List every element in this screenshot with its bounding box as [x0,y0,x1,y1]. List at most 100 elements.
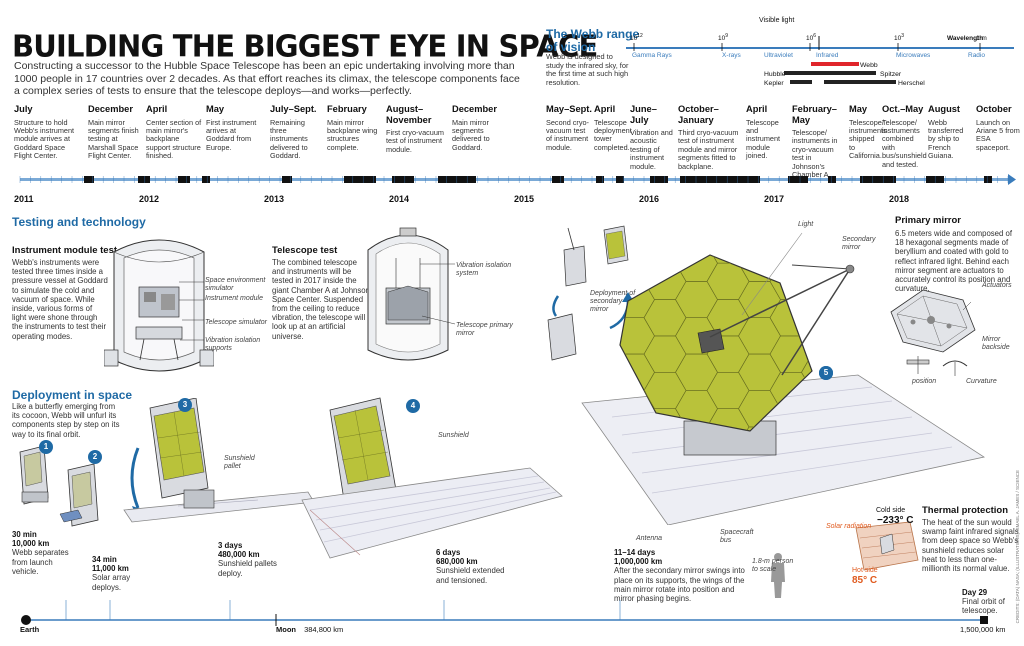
event-text: First cryo-vacuum test of instrument mod… [386,128,444,154]
primary-mirror-label: position [912,378,937,385]
telescope-test-text: The combined telescope and instruments w… [272,258,370,341]
event-text: Remaining three instruments delivered to… [270,117,308,161]
sunshield-pallet [123,491,315,523]
deployment-label-light: Light [798,221,814,228]
instrument-test-label: Vibration isolation supports [205,337,261,352]
tick-exponent: 9 [725,33,729,39]
solar-array [59,509,83,523]
year-label: 2011 [14,194,34,204]
step-time: 3 days [218,541,243,550]
deployment-title: Deployment in space [12,388,133,402]
year-label: 2016 [639,194,660,204]
thermal-text: The heat of the sun would swamp faint in… [922,518,1019,574]
spectrum-band-label: Ultraviolet [764,52,793,59]
event-date: February–May [792,104,837,125]
step-time: 11–14 days [614,548,656,557]
primary-mirror-label: Mirror backside [982,336,1010,351]
instrument-name: Herschel [898,80,925,87]
sunshield [301,467,563,559]
deployment-text: Like a butterfly emerging from its cocoo… [12,402,120,439]
intro-text: Constructing a successor to the Hubble S… [14,60,520,97]
step-text: Sunshield extended and tensioned. [436,566,505,585]
event-text: Third cryo-vacuum test of instrument mod… [678,128,739,171]
timeline-segment [344,176,376,183]
moon-label: Moon [276,625,296,634]
event-text: Main mirror backplane wing structures co… [327,117,378,152]
orbit-marker [980,616,988,624]
deployment-label-person: 1.8-m person to scale [752,558,794,573]
mirror-segment [802,500,844,525]
step-text: Sunshield pallets deploy. [218,559,277,578]
deployment-label-deploy-secondary: Deployment of secondary mirror [590,290,636,313]
actuators [927,316,935,324]
event-text: Structure to hold Webb's instrument modu… [14,117,75,161]
timeline-segment [178,176,190,183]
instrument-test-label: Telescope simulator [205,319,267,326]
primary-mirror-label: Actuators [982,282,1012,289]
event-date: July–Sept. [270,104,317,114]
step-text: Final orbit of telescope. [962,597,1005,616]
event-date: May–Sept. [546,104,592,114]
orbit-distance: 1,500,000 km [960,625,1006,634]
deployment-label-sunshield: Sunshield [438,432,469,439]
step4-primary-mirror [333,405,391,485]
primary-mirror-heading: Primary mirror [895,215,962,226]
event-date: August [928,104,961,114]
event-text: Main mirror segments delivered to Goddar… [452,117,490,152]
deployment-label-solar-radiation: Solar radiation [826,523,872,530]
instrument-range-bar [824,80,896,84]
step-2-telescope [59,463,99,527]
moon-label-group: Moon 384,800 km [276,625,343,634]
event-text: Vibration and acoustic testing of instru… [630,128,673,171]
spectrum-tick-label: 1012 [630,33,643,42]
mirror-center [697,328,725,354]
secondary-mirror-deployment [547,225,634,361]
year-label: 2013 [264,194,285,204]
year-label: 2017 [764,194,785,204]
event-text: First instrument arrives at Goddard from… [206,117,257,152]
step-text: Solar array deploys. [92,573,131,592]
timeline-segment [984,176,992,183]
wavelength-label: Wavelength [947,35,984,42]
spectrum-band-label: Microwaves [896,52,931,59]
event-date: April [594,104,616,114]
timeline-segment [828,176,836,183]
instrument-range-bar [811,62,859,66]
event-text: Webb transferred by ship to French Guian… [928,117,964,161]
timeline-segment [438,176,476,183]
step-2-number: 2 [88,450,102,464]
deployment-label-spacecraft-bus: Spacecraft bus [720,529,754,544]
step-time: 30 min [12,530,37,539]
tick-base: 10 [630,35,638,43]
step-distance: 10,000 km [12,539,50,549]
credit-text: CREDITS: (DATA) NASA; (ILLUSTRATIONS) IS… [1015,470,1020,624]
thermal-diagram [855,521,919,571]
timeline-segment [860,176,896,183]
timeline-segment [84,176,94,183]
telescope-test-label: Telescope primary mirror [456,322,513,337]
step-text: After the secondary mirror swings into p… [614,566,745,604]
instrument-test-label: Instrument module [205,295,263,302]
event-date: April [746,104,768,114]
mirror-segment [833,300,875,336]
tick-base: 10 [894,35,902,43]
spectrum-tick-label: 106 [806,33,816,42]
timeline-segment [680,176,760,183]
instrument-range-bar [812,71,876,75]
light-ray [741,232,803,316]
deployment-label-sunshield-pallet: Sunshield pallet [224,455,255,470]
event-date: July [14,104,33,114]
year-label: 2018 [889,194,910,204]
deployment-label-secondary-mirror: Secondary mirror [842,236,876,251]
step-3-number: 3 [178,398,192,412]
tick-base: 1 m [976,35,987,43]
telescope-simulator [135,326,183,340]
